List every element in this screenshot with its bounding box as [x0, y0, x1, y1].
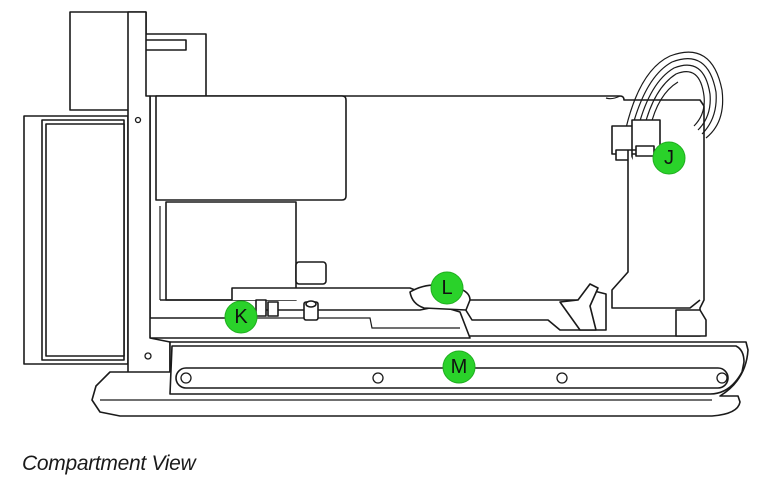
callout-j-label: J [664, 147, 674, 169]
upper-duct [156, 96, 346, 200]
callout-l-label: L [441, 277, 452, 299]
callout-l: L [431, 272, 463, 304]
callout-j: J [653, 142, 685, 174]
caption: Compartment View [22, 452, 195, 476]
bottom-rail [92, 342, 748, 416]
callout-m-label: M [451, 356, 468, 378]
callout-k-label: K [234, 306, 248, 328]
callout-k: K [225, 301, 257, 333]
left-door-frame [24, 116, 128, 364]
callout-m: M [443, 351, 475, 383]
